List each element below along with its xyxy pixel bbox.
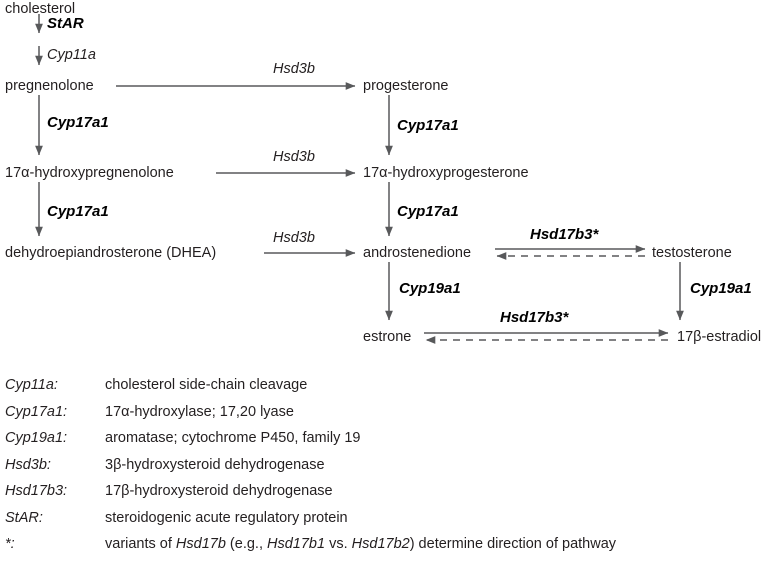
legend-row: Cyp19a1: aromatase; cytochrome P450, fam… xyxy=(0,425,779,452)
enzyme-label-hsd17b3-testosterone: Hsd17b3* xyxy=(530,226,599,243)
enzyme-label-hsd3b-pregnenolone: Hsd3b xyxy=(273,61,315,77)
node-17b-estradiol: 17β-estradiol xyxy=(677,329,762,345)
enzyme-label-cyp17a1-dhea: Cyp17a1 xyxy=(47,203,109,220)
legend-definition-cyp11a: cholesterol side-chain cleavage xyxy=(105,377,308,393)
legend-row: Cyp11a: cholesterol side-chain cleavage xyxy=(0,372,779,399)
node-androstenedione: androstenedione xyxy=(363,245,472,261)
node-cholesterol: cholesterol xyxy=(5,1,76,17)
legend-row: Cyp17a1: 17α-hydroxylase; 17,20 lyase xyxy=(0,399,779,426)
legend: Cyp11a: cholesterol side-chain cleavage … xyxy=(0,372,779,558)
node-17a-hydroxypregnenolone: 17α-hydroxypregnenolone xyxy=(5,165,174,181)
legend-term-hsd17b3: Hsd17b3: xyxy=(5,483,68,499)
enzyme-label-hsd3b-dhea: Hsd3b xyxy=(273,230,315,246)
enzyme-label-cyp17a1-androstenedione: Cyp17a1 xyxy=(397,203,459,220)
legend-row: Hsd3b: 3β-hydroxysteroid dehydrogenase xyxy=(0,452,779,479)
legend-term-asterisk: *: xyxy=(5,536,15,552)
legend-definition-hsd17b3: 17β-hydroxysteroid dehydrogenase xyxy=(105,483,333,499)
legend-definition-asterisk: variants of Hsd17b (e.g., Hsd17b1 vs. Hs… xyxy=(105,536,617,552)
legend-row: *: variants of Hsd17b (e.g., Hsd17b1 vs.… xyxy=(0,531,779,558)
legend-row: Hsd17b3: 17β-hydroxysteroid dehydrogenas… xyxy=(0,478,779,505)
enzyme-label-hsd17b3-estradiol: Hsd17b3* xyxy=(500,309,569,326)
enzyme-label-cyp19a1-estrone: Cyp19a1 xyxy=(399,280,461,297)
enzyme-label-cyp19a1-estradiol: Cyp19a1 xyxy=(690,280,752,297)
legend-definition-star: steroidogenic acute regulatory protein xyxy=(105,509,348,526)
legend-term-cyp19a1: Cyp19a1: xyxy=(5,430,68,446)
legend-term-star: StAR: xyxy=(5,509,43,526)
node-pregnenolone: pregnenolone xyxy=(5,78,94,94)
legend-term-cyp17a1: Cyp17a1: xyxy=(5,403,68,420)
enzyme-label-star-cholesterol: StAR xyxy=(47,15,84,32)
enzyme-label-cyp17a1-progesterone: Cyp17a1 xyxy=(397,117,459,134)
node-17a-hydroxyprogesterone: 17α-hydroxyprogesterone xyxy=(363,165,529,181)
legend-term-hsd3b: Hsd3b: xyxy=(5,456,51,473)
node-testosterone: testosterone xyxy=(652,245,732,261)
enzyme-label-cyp11a: Cyp11a xyxy=(47,47,96,63)
enzyme-label-cyp17a1-pregnenolone: Cyp17a1 xyxy=(47,114,109,131)
node-estrone: estrone xyxy=(363,329,412,345)
legend-term-cyp11a: Cyp11a: xyxy=(5,377,58,393)
legend-definition-cyp19a1: aromatase; cytochrome P450, family 19 xyxy=(105,430,361,446)
enzyme-label-hsd3b-17a-hydroxy: Hsd3b xyxy=(273,149,315,165)
legend-definition-cyp17a1: 17α-hydroxylase; 17,20 lyase xyxy=(105,403,294,420)
node-dehydroepiandrosterone: dehydroepiandrosterone (DHEA) xyxy=(5,245,217,261)
node-progesterone: progesterone xyxy=(363,78,449,94)
legend-row: StAR: steroidogenic acute regulatory pro… xyxy=(0,505,779,532)
legend-definition-hsd3b: 3β-hydroxysteroid dehydrogenase xyxy=(105,456,325,473)
